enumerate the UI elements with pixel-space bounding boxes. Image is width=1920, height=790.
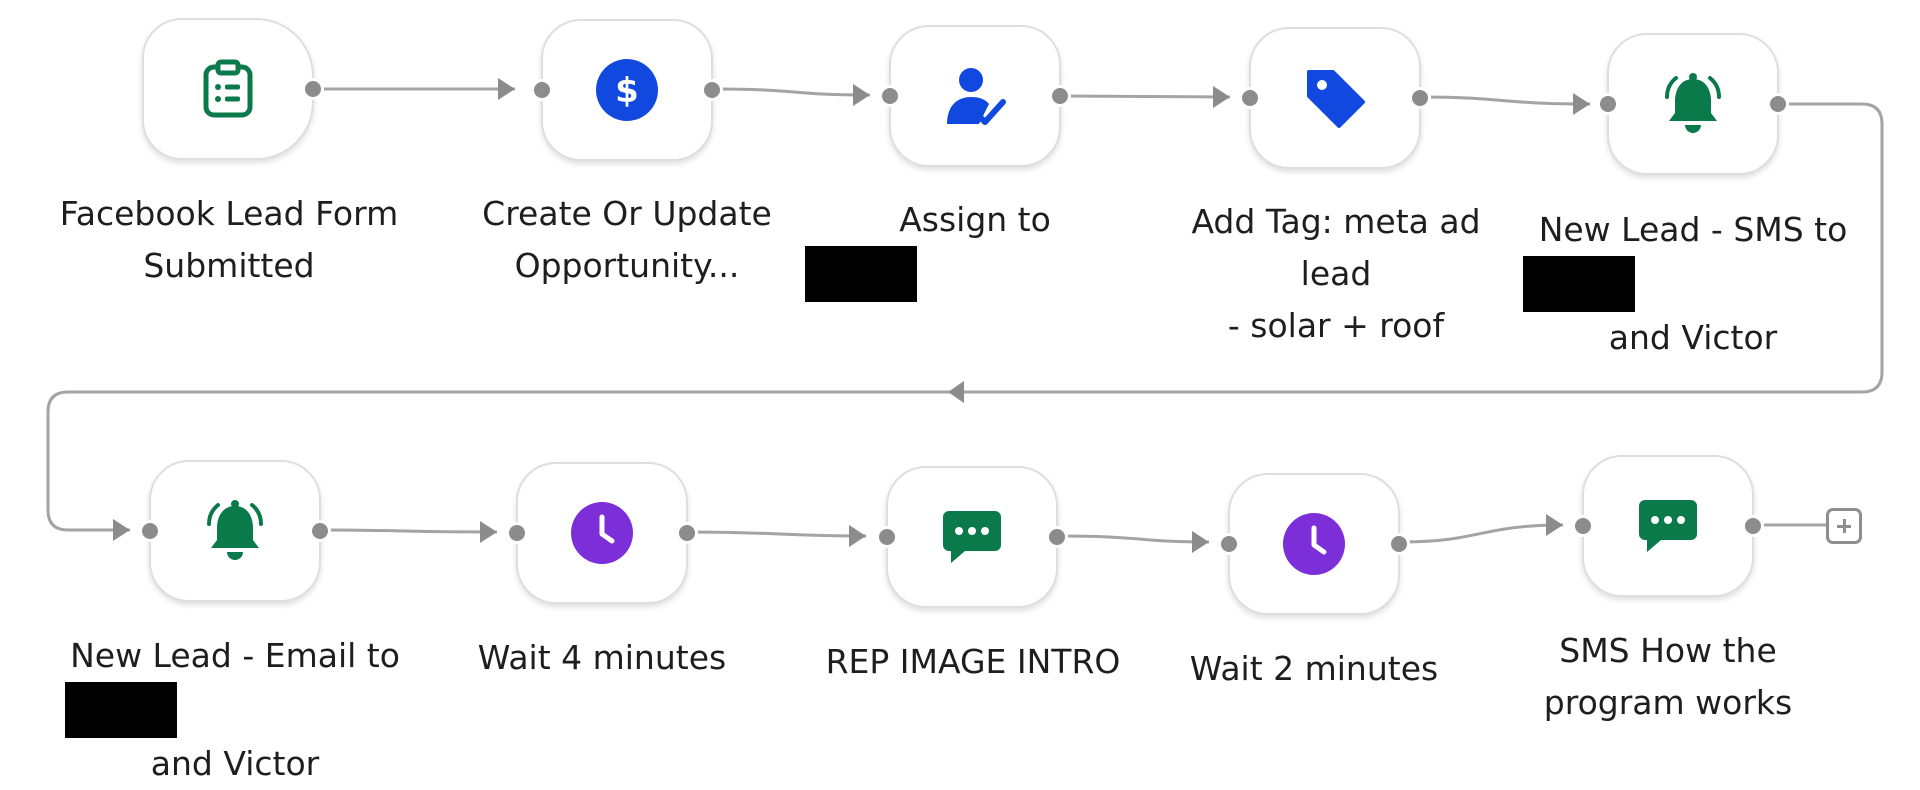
wire-6 — [322, 528, 498, 534]
message-icon — [1632, 490, 1704, 562]
node-sms-how-program-works[interactable] — [1572, 455, 1764, 597]
output-handle[interactable] — [1742, 515, 1764, 537]
input-handle[interactable] — [1572, 515, 1594, 537]
user-check-icon — [939, 60, 1011, 132]
output-handle[interactable] — [701, 79, 723, 101]
tag-icon — [1299, 62, 1371, 134]
redacted-block — [65, 682, 177, 738]
redacted-block — [805, 246, 917, 302]
output-handle[interactable] — [309, 520, 331, 542]
message-icon — [936, 501, 1008, 573]
node-label-assign-to: Assign to — [805, 194, 1145, 302]
wire-7 — [689, 530, 867, 538]
arrowhead — [1192, 531, 1209, 553]
arrowhead — [1213, 86, 1230, 108]
bell-icon — [199, 495, 271, 567]
node-assign-to[interactable] — [879, 25, 1071, 167]
node-rep-image-intro[interactable] — [876, 466, 1068, 608]
node-label-add-tag: Add Tag: meta ad lead- solar + roof — [1191, 202, 1481, 345]
wire-4 — [1422, 95, 1591, 106]
clock-icon — [1278, 508, 1350, 580]
svg-text:$: $ — [615, 71, 639, 111]
arrowhead — [113, 519, 130, 541]
connector-layer — [46, 78, 1884, 553]
bell-icon — [1657, 68, 1729, 140]
input-handle[interactable] — [879, 85, 901, 107]
wire-2 — [714, 87, 871, 97]
direction-arrow — [948, 381, 964, 403]
redacted-block — [1523, 256, 1635, 312]
node-wait-2-minutes[interactable] — [1218, 473, 1410, 615]
wire-8 — [1060, 534, 1210, 544]
arrowhead — [1546, 514, 1563, 536]
input-handle[interactable] — [876, 526, 898, 548]
node-label-new-lead-email: New Lead - Email to and Victor — [65, 630, 405, 790]
output-handle[interactable] — [1388, 533, 1410, 555]
wire-5 — [46, 102, 1884, 532]
dollar-icon: $ — [591, 54, 663, 126]
clipboard-list-icon — [192, 53, 264, 125]
node-new-lead-email[interactable] — [139, 460, 331, 602]
arrowhead — [480, 521, 497, 543]
node-facebook-lead-form[interactable] — [142, 18, 324, 160]
output-handle[interactable] — [302, 78, 324, 100]
input-handle[interactable] — [531, 79, 553, 101]
wire-9 — [1401, 523, 1564, 544]
output-handle[interactable] — [1046, 526, 1068, 548]
arrowhead — [498, 78, 515, 100]
arrowhead — [849, 525, 866, 547]
input-handle[interactable] — [1597, 93, 1619, 115]
arrowhead — [853, 84, 870, 106]
node-label-new-lead-sms: New Lead - SMS to and Victor — [1523, 204, 1863, 364]
input-handle[interactable] — [139, 520, 161, 542]
input-handle[interactable] — [506, 522, 528, 544]
node-create-update-opportunity[interactable]: $ — [531, 19, 723, 161]
input-handle[interactable] — [1218, 533, 1240, 555]
arrowhead — [1573, 93, 1590, 115]
node-wait-4-minutes[interactable] — [506, 462, 698, 604]
add-action-plus-icon[interactable] — [1826, 508, 1862, 544]
node-label-wait-4-minutes: Wait 4 minutes — [477, 638, 727, 677]
output-handle[interactable] — [1409, 87, 1431, 109]
wire-3 — [1062, 94, 1231, 99]
output-handle[interactable] — [1049, 85, 1071, 107]
output-handle[interactable] — [676, 522, 698, 544]
node-label-rep-image-intro: REP IMAGE INTRO — [825, 642, 1121, 681]
node-label-wait-2-minutes: Wait 2 minutes — [1189, 649, 1439, 688]
input-handle[interactable] — [1239, 87, 1261, 109]
node-new-lead-sms[interactable] — [1597, 33, 1789, 175]
clock-icon — [566, 497, 638, 569]
node-add-tag[interactable] — [1239, 27, 1431, 169]
output-handle[interactable] — [1767, 93, 1789, 115]
